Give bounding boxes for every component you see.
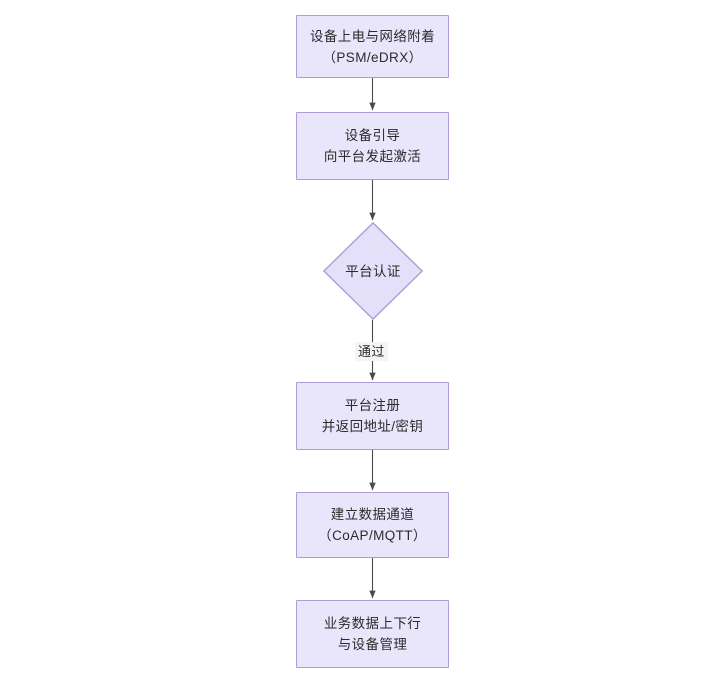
node-platform-registration[interactable]: 平台注册 并返回地址/密钥 [296, 382, 449, 450]
node-label-line: 建立数据通道 [330, 507, 415, 522]
edge-label-pass: 通过 [355, 342, 388, 361]
node-label-line: 设备引导 [344, 128, 401, 143]
node-label-line: 平台注册 [344, 398, 401, 413]
node-establish-data-channel[interactable]: 建立数据通道 （CoAP/MQTT） [296, 492, 449, 558]
node-label-line: （CoAP/MQTT） [318, 528, 427, 543]
node-business-data-and-device-management[interactable]: 业务数据上下行 与设备管理 [296, 600, 449, 668]
node-label-line: （PSM/eDRX） [322, 49, 423, 65]
node-label-line: 并返回地址/密钥 [321, 419, 424, 434]
node-label-line: 平台认证 [345, 263, 401, 279]
node-platform-authentication[interactable]: 平台认证 [323, 222, 423, 320]
node-label-line: 与设备管理 [337, 637, 408, 652]
node-device-bootstrap[interactable]: 设备引导 向平台发起激活 [296, 112, 449, 180]
diamond-shape-icon [323, 222, 423, 320]
node-label-line: 业务数据上下行 [323, 616, 422, 631]
node-device-power-on[interactable]: 设备上电与网络附着 （PSM/eDRX） [296, 15, 449, 78]
node-label-line: 设备上电与网络附着 [309, 28, 436, 44]
node-label-line: 向平台发起激活 [323, 149, 422, 164]
